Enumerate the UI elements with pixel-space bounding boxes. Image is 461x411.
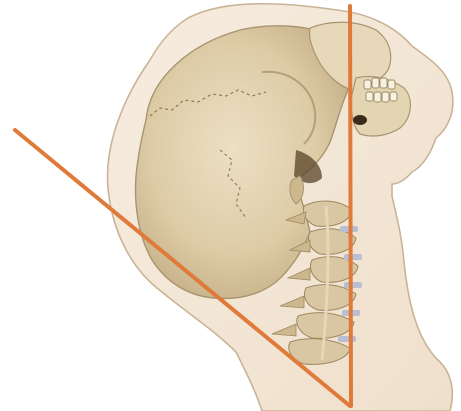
tooth <box>382 92 389 102</box>
tooth <box>364 80 371 89</box>
vertical-reference-line <box>350 6 351 406</box>
tooth <box>388 80 395 89</box>
tooth <box>374 92 381 102</box>
tooth <box>390 92 397 101</box>
tooth <box>380 78 387 88</box>
intervertebral-disc <box>344 282 362 288</box>
intervertebral-disc <box>344 254 362 260</box>
mental-foramen <box>353 115 367 125</box>
tooth <box>372 78 379 88</box>
tooth <box>366 92 373 101</box>
intervertebral-disc <box>338 336 356 342</box>
